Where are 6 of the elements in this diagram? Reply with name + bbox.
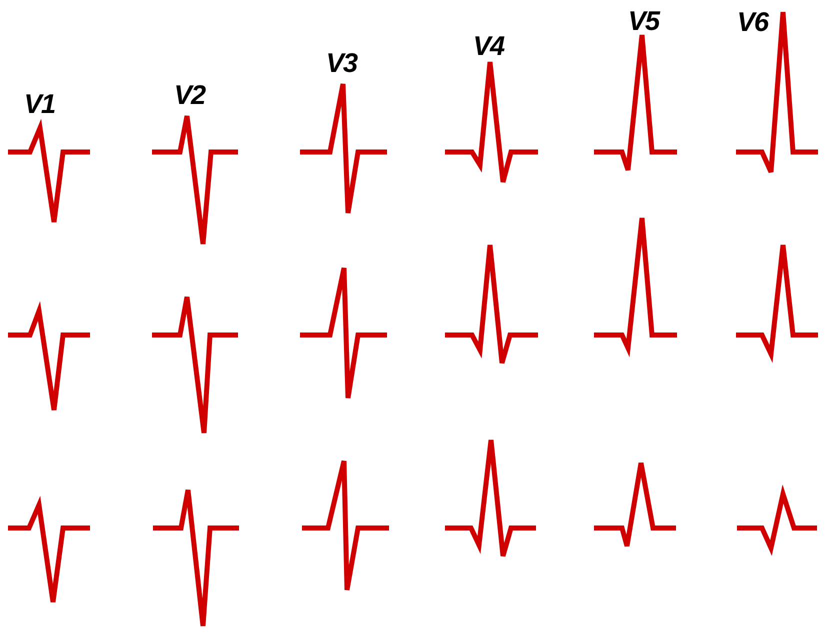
- lead-label: V2: [174, 82, 206, 109]
- lead-label: V5: [628, 8, 660, 35]
- lead-label: V6: [737, 9, 768, 36]
- lead-label: V1: [24, 91, 56, 118]
- lead-label: V3: [326, 50, 358, 77]
- lead-label: V4: [473, 33, 504, 60]
